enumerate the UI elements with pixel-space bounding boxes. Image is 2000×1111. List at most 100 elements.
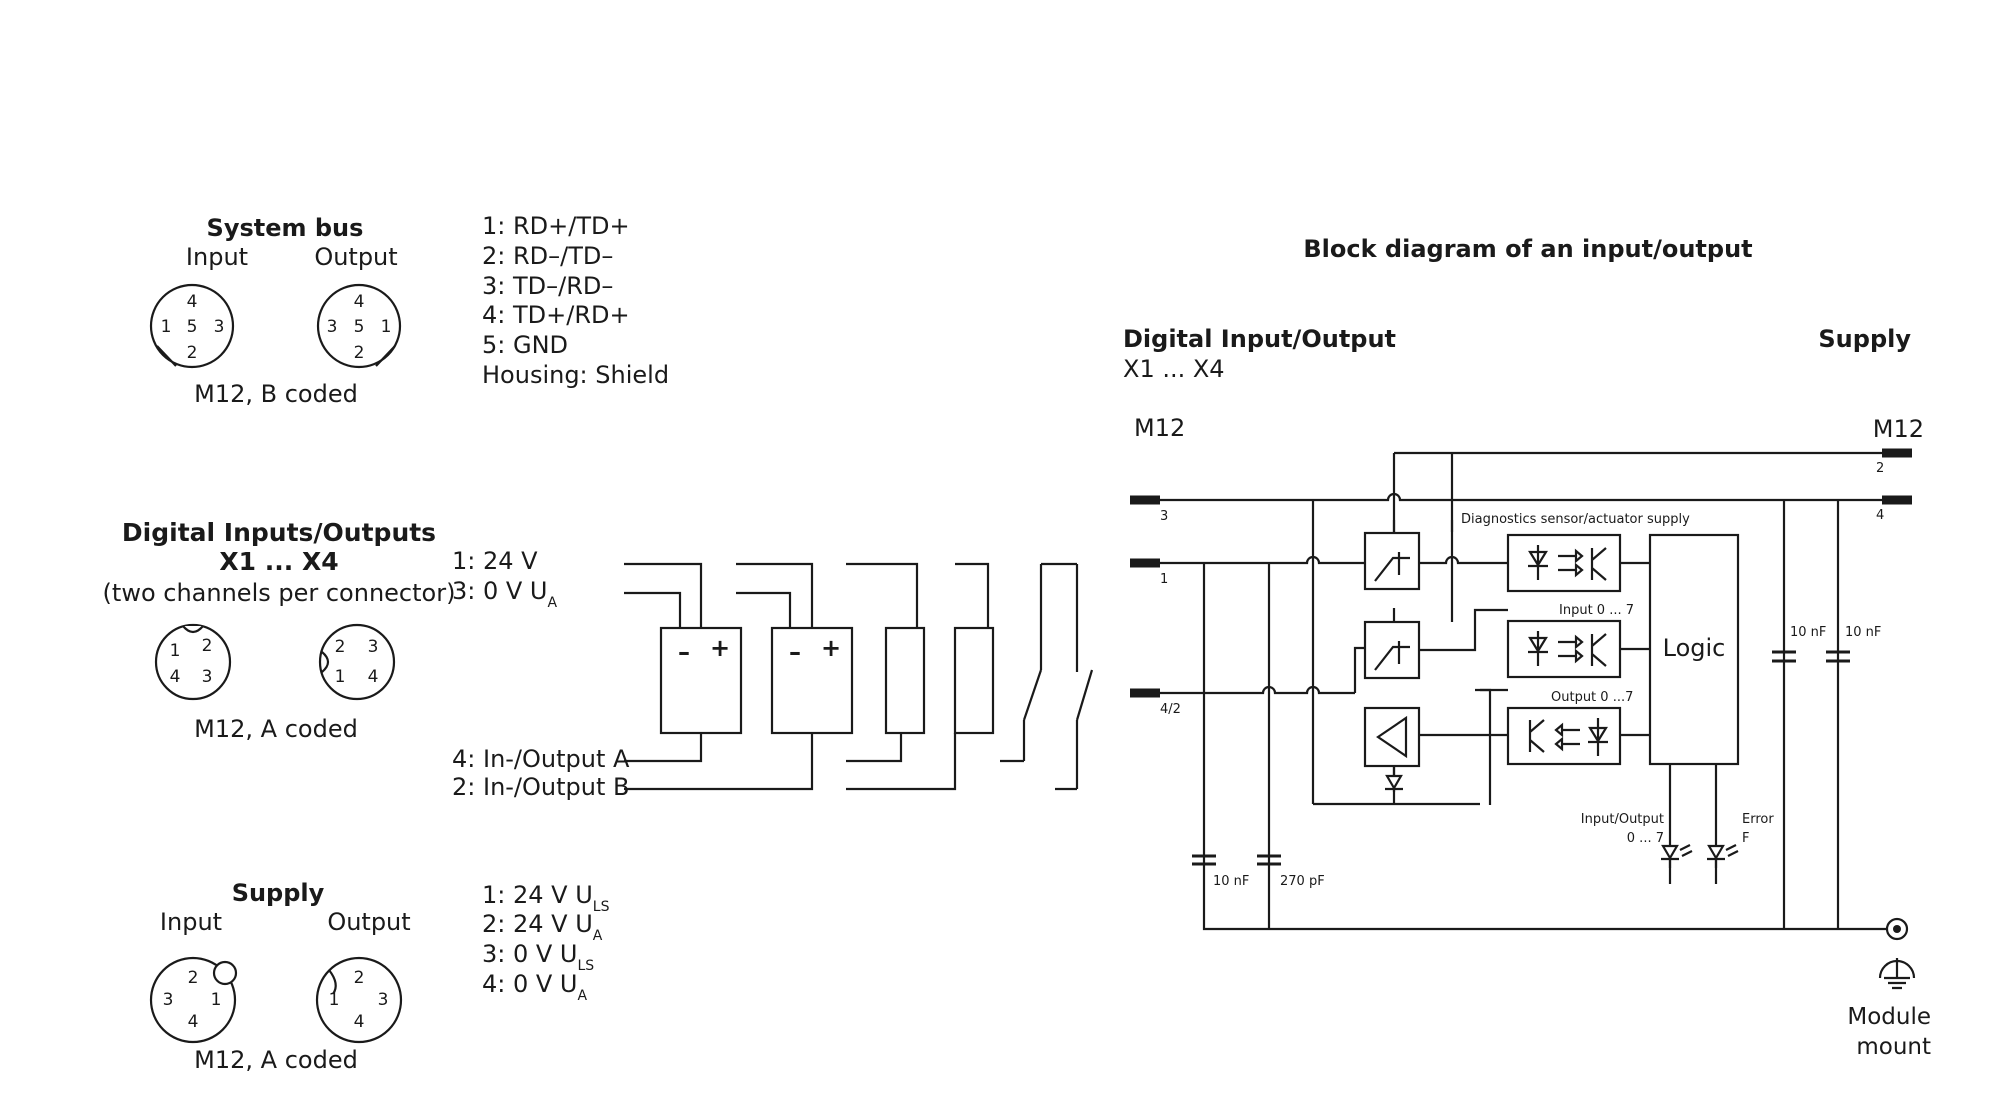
bd-left-connector: M12 [1134, 414, 1185, 442]
bd-mount-label-2: mount [1856, 1034, 1931, 1060]
dio-l-pin-3: 3 [202, 667, 213, 687]
dio-sensor-1-plus: + [710, 634, 730, 662]
sb-out-pin-bottom: 2 [354, 343, 365, 363]
bd-cap-left-1-label: 10 nF [1213, 874, 1249, 889]
dio-l-pin-4: 4 [170, 667, 181, 687]
bd-cap-10nf-right-2: 10 nF [1826, 625, 1881, 663]
bd-output-label: Output 0 ...7 [1551, 690, 1633, 705]
dio-wiring [624, 562, 1079, 791]
sup-in-pin-2: 2 [188, 968, 199, 988]
system-bus-section: System bus Input Output 4 1 5 3 2 4 3 5 … [149, 212, 669, 408]
bd-optocoupler-input [1506, 619, 1622, 679]
sb-out-pin-center: 5 [354, 317, 365, 337]
dio-l-pin-1: 1 [170, 641, 181, 661]
bd-logic-label: Logic [1663, 634, 1726, 662]
system-bus-pin-assignments: 1: RD+/TD+ 2: RD–/TD– 3: TD–/RD– 4: TD+/… [482, 212, 669, 389]
supply-assignments: 1: 24 V ULS 2: 24 V UA 3: 0 V ULS 4: 0 V… [482, 881, 610, 1004]
bd-led-error-label-2: F [1742, 831, 1749, 846]
dio-r-pin-4: 4 [368, 667, 379, 687]
sup-in-pin-4: 4 [188, 1012, 199, 1032]
system-bus-title: System bus [207, 214, 364, 242]
sb-assign-5: 5: GND [482, 331, 568, 359]
sup-in-pin-1: 1 [211, 990, 222, 1010]
bd-left-pin-4-2: 4/2 [1160, 702, 1181, 717]
sup-assign-3: 3: 0 V ULS [482, 940, 594, 974]
bd-right-pin-4: 4 [1876, 508, 1884, 523]
sup-out-pin-3: 3 [378, 990, 389, 1010]
system-bus-input-connector: 4 1 5 3 2 [149, 283, 235, 369]
sup-out-pin-2: 2 [354, 968, 365, 988]
supply-output-label: Output [327, 908, 410, 936]
dio-r-pin-3: 3 [368, 637, 379, 657]
system-bus-input-label: Input [186, 243, 248, 271]
block-diagram-title: Block diagram of an input/output [1303, 235, 1752, 263]
digital-io-coding: M12, A coded [194, 715, 358, 743]
bd-led-io-label-2: 0 ... 7 [1627, 831, 1664, 846]
bd-module-mount: Module mount [1847, 917, 1931, 1060]
supply-section: Supply Input Output 2 3 1 4 2 1 3 4 M12,… [149, 879, 610, 1074]
bd-optocoupler-output [1506, 706, 1622, 766]
sb-assign-3: 3: TD–/RD– [482, 272, 613, 300]
bd-cap-10nf-left: 10 nF [1192, 854, 1249, 889]
dio-pin3-label: 3: 0 V UA [452, 577, 558, 611]
dio-actuator-1 [884, 626, 926, 735]
supply-output-connector: 2 1 3 4 [315, 956, 403, 1044]
bd-cap-10nf-right-1: 10 nF [1772, 625, 1826, 663]
dio-pin1-label: 1: 24 V [452, 547, 538, 575]
sb-assign-1: 1: RD+/TD+ [482, 212, 630, 240]
dio-l-pin-2: 2 [202, 636, 213, 656]
bd-led-io-label-1: Input/Output [1581, 812, 1664, 827]
supply-input-connector: 2 3 1 4 [149, 956, 238, 1044]
dio-switch-1 [1022, 669, 1043, 721]
sup-assign-1: 1: 24 V ULS [482, 881, 610, 915]
bd-right-connector: M12 [1873, 415, 1924, 443]
block-diagram-section: Block diagram of an input/output Digital… [1123, 235, 1931, 1060]
sb-in-pin-center: 5 [187, 317, 198, 337]
digital-io-subtitle: X1 ... X4 [219, 547, 338, 576]
bd-left-heading: Digital Input/Output [1123, 325, 1396, 353]
dio-sensor-2-plus: + [821, 634, 841, 662]
system-bus-coding: M12, B coded [194, 380, 358, 408]
sup-out-pin-1: 1 [329, 990, 340, 1010]
bd-led-io: Input/Output 0 ... 7 [1581, 812, 1693, 884]
bd-wires [1160, 451, 1888, 931]
dio-pin4-label: 4: In-/Output A [452, 745, 630, 773]
sb-assign-4: 4: TD+/RD+ [482, 301, 630, 329]
supply-coding: M12, A coded [194, 1046, 358, 1074]
dio-sensor-2-minus: – [789, 638, 801, 666]
digital-io-section: Digital Inputs/Outputs X1 ... X4 (two ch… [103, 518, 1094, 801]
system-bus-output-connector: 4 3 5 1 2 [316, 283, 402, 369]
dio-actuator-2 [953, 626, 995, 735]
bd-left-sub: X1 ... X4 [1123, 355, 1225, 383]
digital-io-left-connector: 1 2 4 3 [154, 623, 232, 701]
supply-title: Supply [232, 879, 325, 907]
dio-switch-2 [1075, 669, 1094, 721]
bd-led-error-label-1: Error [1742, 812, 1774, 827]
sb-in-pin-left: 1 [161, 317, 172, 337]
bd-cap-left-2-label: 270 pF [1280, 874, 1325, 889]
digital-io-note: (two channels per connector) [103, 579, 456, 607]
sb-assign-2: 2: RD–/TD– [482, 242, 613, 270]
sup-out-pin-4: 4 [354, 1012, 365, 1032]
bd-cap-right-2-label: 10 nF [1845, 625, 1881, 640]
bd-comparator-1 [1363, 531, 1421, 591]
system-bus-output-label: Output [314, 243, 397, 271]
bd-comparator-2 [1363, 620, 1421, 680]
sb-out-pin-left: 3 [327, 317, 338, 337]
digital-io-title: Digital Inputs/Outputs [122, 518, 436, 547]
sb-out-pin-top: 4 [354, 292, 365, 312]
sb-in-pin-right: 3 [214, 317, 225, 337]
sup-in-pin-3: 3 [163, 990, 174, 1010]
dio-sensor-1: – + [659, 626, 743, 735]
dio-sensor-2: – + [770, 626, 854, 735]
bd-right-heading: Supply [1818, 325, 1911, 353]
bd-left-pin-1: 1 [1160, 572, 1168, 587]
supply-input-label: Input [160, 908, 222, 936]
bd-right-pin-2: 2 [1876, 461, 1884, 476]
bd-driver [1363, 706, 1421, 792]
bd-diag-label: Diagnostics sensor/actuator supply [1461, 512, 1690, 527]
sb-assign-6: Housing: Shield [482, 361, 669, 389]
sup-assign-4: 4: 0 V UA [482, 970, 588, 1004]
bd-logic-block: Logic [1648, 533, 1740, 766]
sb-in-pin-top: 4 [187, 292, 198, 312]
